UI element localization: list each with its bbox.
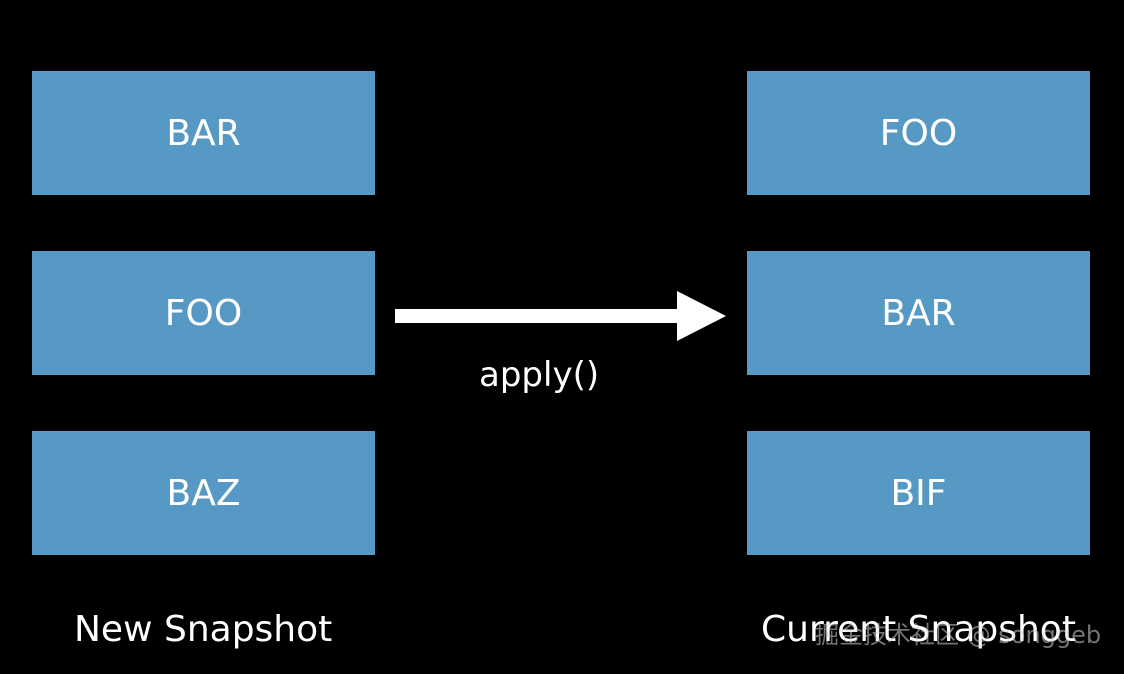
new-snapshot-box-1: BAR [32, 71, 375, 195]
apply-label: apply() [479, 355, 600, 395]
arrow-head [677, 291, 726, 341]
current-snapshot-caption: Current Snapshot [761, 609, 1076, 650]
watermark: 掘金技术社区 @ songgeb [815, 621, 1102, 649]
current-snapshot-box-3: BIF [747, 431, 1090, 555]
new-snapshot-box-3: BAZ [32, 431, 375, 555]
current-snapshot-box-2: BAR [747, 251, 1090, 375]
apply-arrow-icon [395, 291, 726, 341]
new-snapshot-caption: New Snapshot [74, 609, 333, 650]
arrow-shaft [395, 309, 680, 323]
current-snapshot-box-1: FOO [747, 71, 1090, 195]
new-snapshot-box-2: FOO [32, 251, 375, 375]
